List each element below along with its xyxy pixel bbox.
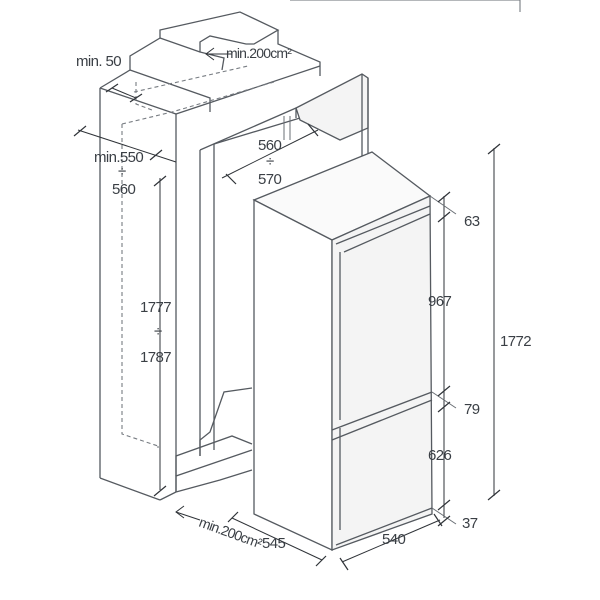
fridge-appliance [252, 151, 433, 552]
hidden-niche-edge [133, 65, 249, 93]
label-niche-width-sep: ÷ [266, 153, 274, 170]
plinth-edge [199, 387, 253, 456]
cabinet-top-front-edge [99, 87, 177, 115]
dim-tick [437, 515, 451, 527]
label-dim-626: 626 [428, 447, 451, 464]
dim-tick [227, 511, 239, 523]
label-dim-37: 37 [462, 515, 478, 532]
dim-line-width [221, 129, 319, 179]
cabinet-top-edge [277, 30, 321, 76]
label-niche-height-max: 1787 [140, 349, 171, 366]
label-dim-1772: 1772 [500, 333, 531, 350]
fridge-bottom-trim [335, 507, 433, 546]
dim-tick [153, 485, 167, 497]
cabinet-bottom-edge [99, 477, 161, 501]
fridge-door-split [331, 399, 433, 441]
dim-ext [431, 391, 457, 409]
dim-tick [487, 489, 501, 501]
dim-tick [225, 173, 237, 185]
hidden-niche-edge [121, 81, 275, 125]
dim-tick [437, 499, 451, 511]
dim-ext [429, 195, 457, 215]
label-niche-width-min: 560 [258, 137, 281, 154]
cabinet-top-edge [159, 37, 201, 53]
label-dim-545: 545 [262, 535, 285, 552]
cabinet-top-outline [99, 11, 280, 89]
fridge-top-trim [335, 205, 431, 245]
dim-ext [431, 507, 457, 525]
dim-line-min50 [111, 87, 137, 99]
dim-tick [149, 149, 163, 161]
vent-arrow-head [205, 47, 215, 61]
plinth-edge [175, 449, 253, 492]
label-min-50: min. 50 [76, 53, 121, 70]
vent-arrow-head [175, 505, 185, 519]
label-dim-967: 967 [428, 293, 451, 310]
hidden-niche-edge [135, 82, 153, 111]
label-niche-depth-sep: ÷ [118, 163, 126, 180]
dim-line-540 [341, 519, 441, 563]
cabinet-top-right-edge [175, 65, 321, 115]
fridge-side [253, 198, 333, 552]
dim-line-545 [231, 517, 323, 561]
dim-tick [129, 93, 143, 103]
cabinet-bottom-edge [159, 491, 177, 501]
label-dim-63: 63 [464, 213, 480, 230]
dim-tick [73, 125, 87, 137]
label-vent-top: min.200cm² [226, 45, 292, 61]
dim-tick [487, 143, 501, 155]
dim-line-depth [77, 129, 177, 163]
plinth-edge [175, 469, 253, 493]
fridge-front [331, 194, 433, 551]
fridge-top-door-edge [343, 213, 431, 253]
plinth-edge [175, 435, 253, 476]
dimension-lines [73, 47, 501, 571]
hidden-niche-edge [121, 124, 159, 447]
label-niche-height-sep: ÷ [154, 323, 162, 340]
dim-tick [307, 123, 319, 137]
dim-tick [437, 385, 451, 397]
dim-tick [437, 211, 451, 223]
dim-tick [433, 513, 443, 527]
niche-inner-top [213, 117, 301, 145]
cabinet-niche [99, 11, 369, 501]
dim-tick [437, 191, 451, 203]
fridge-door-split [331, 391, 433, 431]
vent-arrow-bottom [175, 511, 201, 521]
dim-tick [437, 401, 451, 413]
dim-tick [315, 555, 327, 567]
dim-tick [339, 557, 349, 571]
label-niche-height-min: 1777 [140, 299, 171, 316]
label-niche-depth-max: 560 [112, 181, 135, 198]
dim-tick [105, 83, 119, 93]
label-dim-540: 540 [382, 531, 405, 548]
cabinet-top-edge [129, 69, 211, 112]
label-niche-width-max: 570 [258, 171, 281, 188]
cabinet-right-panel [295, 73, 369, 141]
label-dim-79: 79 [464, 401, 480, 418]
label-niche-depth: min.550 [94, 149, 143, 166]
dim-tick [153, 175, 167, 187]
